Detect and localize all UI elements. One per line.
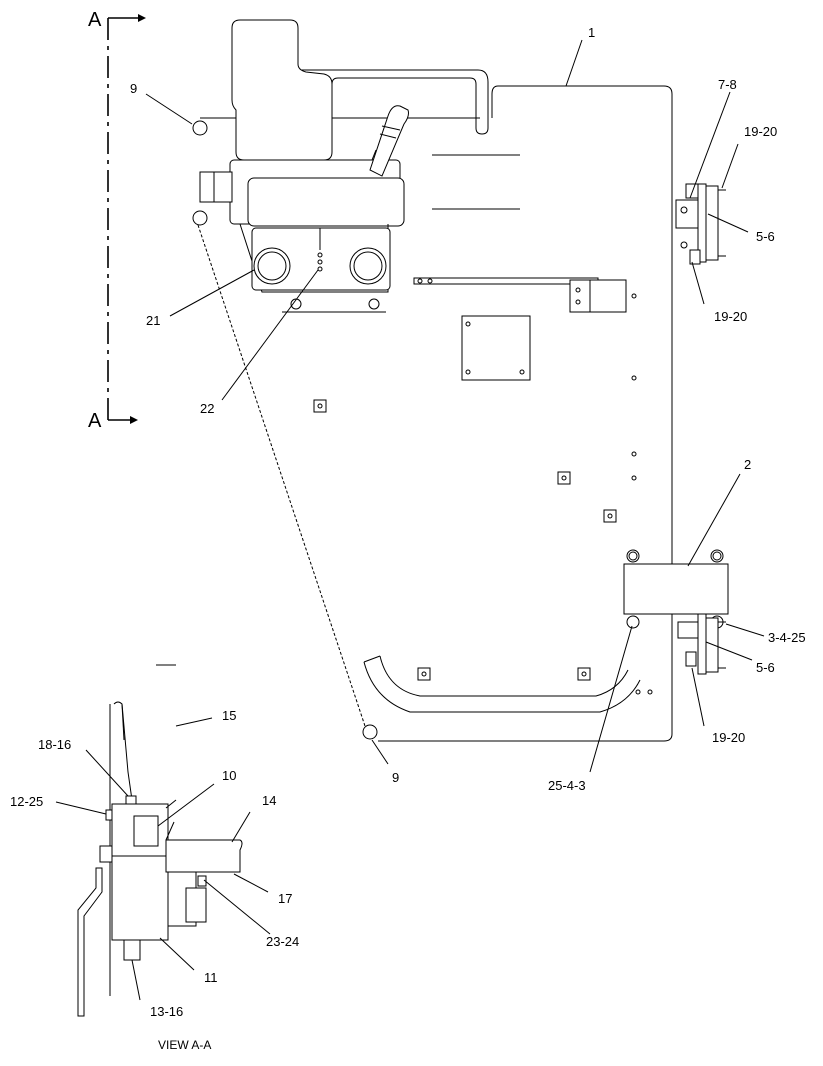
callout-12-25: 12-25: [10, 794, 43, 809]
callout-17: 17: [278, 891, 292, 906]
callout-2: 2: [744, 457, 751, 472]
reservoir-tank: [231, 19, 333, 161]
callout-13-16: 13-16: [150, 1004, 183, 1019]
knob-left: [253, 247, 291, 285]
callout-19-20-b: 19-20: [714, 309, 747, 324]
callout-21: 21: [146, 313, 160, 328]
upper-right-mount: [675, 183, 726, 265]
callout-19-20-a: 19-20: [744, 124, 777, 139]
pulley-top: [192, 120, 208, 136]
callout-15: 15: [222, 708, 236, 723]
callout-19-20-c: 19-20: [712, 730, 745, 745]
pulley-mid: [192, 210, 208, 226]
valve-block-2: [623, 549, 729, 675]
pulley-bottom: [362, 724, 378, 740]
section-line-a-a: [107, 14, 146, 424]
callout-9-bottom: 9: [392, 770, 399, 785]
callout-5-6-a: 5-6: [756, 229, 775, 244]
section-mark-bottom: A: [88, 410, 102, 432]
lower-tube: [363, 655, 641, 713]
upper-bracket: [413, 277, 627, 313]
section-mark-top: A: [88, 9, 102, 31]
panel-fasteners: [313, 293, 653, 695]
callout-10: 10: [222, 768, 236, 783]
mounting-plate: [461, 315, 531, 381]
callout-3-4-25: 3-4-25: [768, 630, 806, 645]
callout-11: 11: [204, 970, 218, 985]
knob-right: [349, 247, 387, 285]
view-a-a-detail: [77, 664, 243, 1017]
view-caption: VIEW A-A: [158, 1038, 211, 1052]
callout-7-8: 7-8: [718, 77, 737, 92]
callout-14: 14: [262, 793, 276, 808]
callout-22: 22: [200, 401, 214, 416]
callout-5-6-b: 5-6: [756, 660, 775, 675]
callout-23-24: 23-24: [266, 934, 299, 949]
callout-25-4-3: 25-4-3: [548, 778, 586, 793]
view-a-a-leaders: [55, 717, 271, 1001]
callout-1: 1: [588, 25, 595, 40]
callout-18-16: 18-16: [38, 737, 71, 752]
leader-lines: [145, 39, 765, 773]
callout-9-top: 9: [130, 81, 137, 96]
